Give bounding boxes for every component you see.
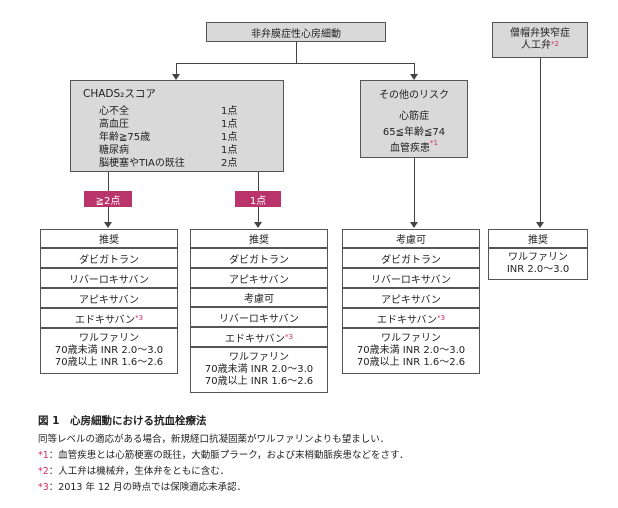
col2-drug: アピキサバン bbox=[190, 268, 328, 288]
chads2-title: CHADS₂スコア bbox=[83, 88, 156, 100]
connector-other-risk-down bbox=[414, 158, 415, 222]
figure-title: 図 1 心房細動における抗血栓療法 bbox=[38, 415, 207, 427]
connector-branch-horizontal bbox=[176, 63, 414, 64]
col3-drug: リバーロキサバン bbox=[342, 268, 480, 288]
caption-line: 同等レベルの適応がある場合，新規経口抗凝固薬がワルファリンよりも望ましい． bbox=[38, 434, 390, 445]
connector-root-down bbox=[296, 42, 297, 64]
prosthetic-valve-label: 人工弁*2 bbox=[521, 40, 559, 51]
other-risk-box: その他のリスク 心筋症 65≦年齢≦74 血管疾患*1 bbox=[360, 80, 468, 158]
connector-to-chads bbox=[176, 63, 177, 74]
arrow-to-col2 bbox=[254, 222, 262, 228]
footnote-marker-3: *3 bbox=[437, 314, 446, 322]
col2-drug: エドキサバン*3 bbox=[190, 327, 328, 347]
col1-drug: アピキサバン bbox=[40, 288, 178, 308]
other-risk-item: 65≦年齢≦74 bbox=[382, 127, 446, 138]
col4-header: 推奨 bbox=[488, 229, 588, 248]
col1-drug: ダビガトラン bbox=[40, 248, 178, 268]
col3-drug: ダビガトラン bbox=[342, 248, 480, 268]
other-risk-item: 血管疾患*1 bbox=[390, 139, 438, 154]
col2-drug: リバーロキサバン bbox=[190, 307, 328, 327]
badge-score-2-plus: ≧2点 bbox=[84, 191, 132, 207]
footnote-2: *2：人工弁は機械弁，生体弁をともに含む． bbox=[38, 466, 230, 477]
col1-drug: エドキサバン*3 bbox=[40, 308, 178, 328]
arrow-to-other-risk bbox=[410, 74, 418, 80]
col3-header: 考慮可 bbox=[342, 229, 480, 248]
col3-drug: エドキサバン*3 bbox=[342, 308, 480, 328]
connector-to-other-risk bbox=[414, 63, 415, 74]
col3-drug: アピキサバン bbox=[342, 288, 480, 308]
col1-header: 推奨 bbox=[40, 229, 178, 248]
ms-prosthetic-box: 僧帽弁狭窄症 人工弁*2 bbox=[492, 22, 588, 58]
other-risk-title: その他のリスク bbox=[379, 90, 449, 101]
col1-drug: リバーロキサバン bbox=[40, 268, 178, 288]
arrow-to-chads bbox=[172, 74, 180, 80]
footnote-marker-3: *3 bbox=[135, 314, 144, 322]
badge-score-1: 1点 bbox=[235, 191, 281, 207]
footnote-marker-2: *2 bbox=[551, 40, 559, 48]
col2-drug: ダビガトラン bbox=[190, 248, 328, 268]
arrow-to-col1 bbox=[104, 222, 112, 228]
arrow-to-col4 bbox=[536, 222, 544, 228]
footnote-marker-3: *3 bbox=[285, 333, 294, 341]
ms-label: 僧帽弁狭窄症 bbox=[510, 27, 570, 39]
connector-ms-down bbox=[540, 58, 541, 222]
col2-header: 推奨 bbox=[190, 229, 328, 248]
af-root-box: 非弁膜症性心房細動 bbox=[206, 22, 386, 42]
footnote-1: *1：血管疾患とは心筋梗塞の既往，大動脈プラーク，および末梢動脈疾患などをさす． bbox=[38, 450, 409, 461]
other-risk-item: 心筋症 bbox=[399, 111, 429, 122]
col2-sub-header: 考慮可 bbox=[190, 288, 328, 307]
arrow-to-col3 bbox=[410, 222, 418, 228]
footnote-3: *3：2013 年 12 月の時点では保険適応未承認． bbox=[38, 482, 247, 493]
af-root-label: 非弁膜症性心房細動 bbox=[251, 28, 341, 40]
footnote-marker-1: *1 bbox=[430, 139, 438, 147]
